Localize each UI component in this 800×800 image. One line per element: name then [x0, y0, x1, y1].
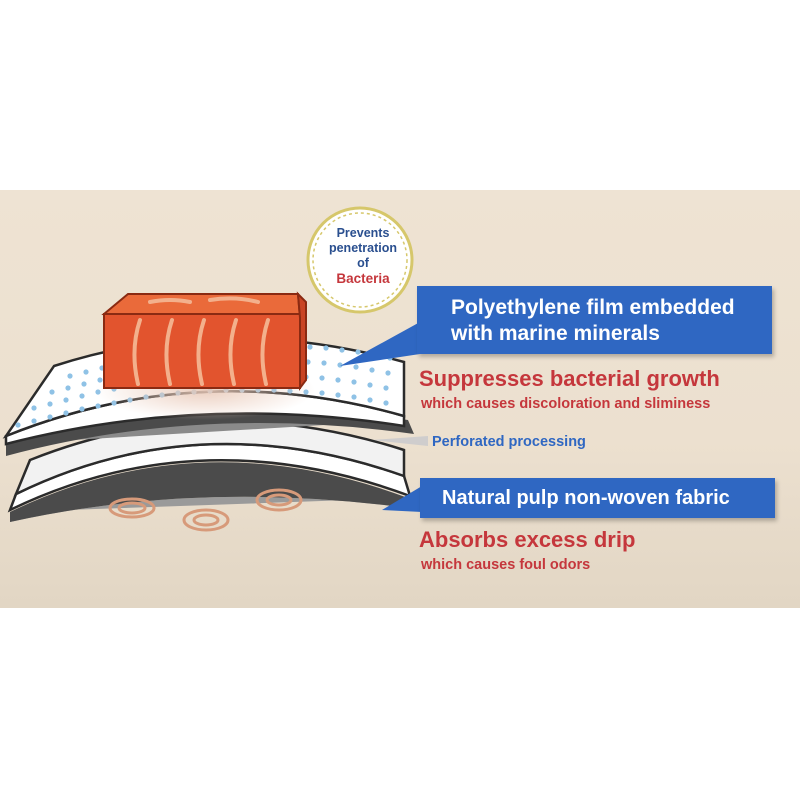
bacteria-badge-icon: [306, 206, 414, 314]
badge-line: of: [357, 256, 369, 270]
pulp-callout: Natural pulp non-woven fabric: [420, 478, 775, 518]
perforation-pointer: [372, 436, 428, 446]
film-callout: Polyethylene film embedded with marine m…: [417, 286, 772, 354]
drip-stain-icon: [108, 488, 303, 532]
layer-illustration: [2, 206, 428, 532]
pulp-headline: Absorbs excess drip: [419, 527, 636, 552]
film-subline: which causes discoloration and sliminess: [421, 396, 711, 412]
bacteria-badge-text: Prevents penetration of Bacteria: [318, 226, 408, 286]
badge-line: penetration: [328, 241, 398, 255]
diagram-panel: Prevents penetration of Bacteria Polyeth…: [0, 190, 800, 608]
perforation-label: Perforated processing: [432, 434, 586, 450]
film-headline: Suppresses bacterial growth: [419, 366, 720, 391]
film-callout-pointer: [340, 322, 420, 366]
salmon-icon: [101, 291, 307, 391]
badge-line: Bacteria: [336, 271, 390, 286]
film-callout-line: Polyethylene film embedded: [451, 296, 735, 319]
pulp-subline: which causes foul odors: [421, 557, 591, 573]
badge-line: Prevents: [336, 226, 390, 240]
pulp-fabric-layer: [7, 420, 412, 522]
film-callout-line: with marine minerals: [451, 322, 660, 345]
pulp-callout-pointer: [382, 486, 422, 512]
